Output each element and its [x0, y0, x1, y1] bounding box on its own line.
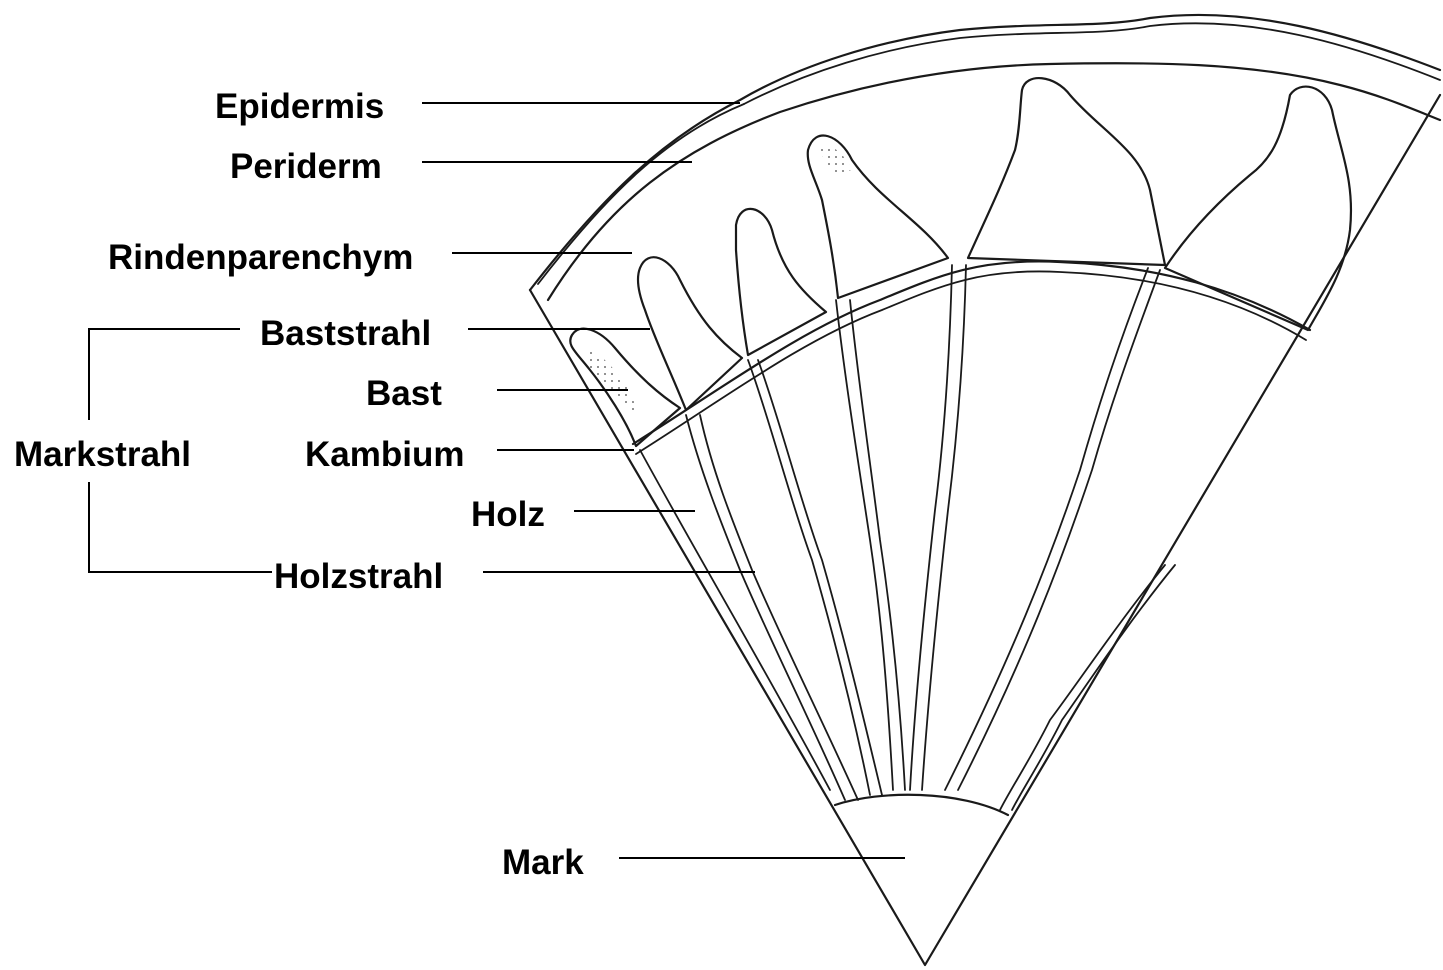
label-holz: Holz — [471, 495, 545, 534]
label-kambium: Kambium — [305, 435, 464, 474]
wood-rays — [640, 265, 1175, 810]
bracket-markstrahl-top — [89, 329, 240, 420]
label-rindenparenchym: Rindenparenchym — [108, 238, 413, 277]
label-epidermis: Epidermis — [215, 87, 384, 126]
labels: Epidermis Periderm Rindenparenchym Basts… — [14, 87, 584, 882]
bracket-markstrahl-bottom — [89, 482, 272, 572]
label-mark: Mark — [502, 843, 584, 882]
pith-region — [835, 795, 1008, 815]
leader-lines — [89, 103, 905, 858]
cambium-ring — [633, 261, 1310, 454]
label-baststrahl: Baststrahl — [260, 314, 431, 353]
label-holzstrahl: Holzstrahl — [274, 557, 443, 596]
wedge-outline — [530, 15, 1440, 965]
label-periderm: Periderm — [230, 147, 382, 186]
label-bast: Bast — [366, 374, 442, 413]
label-markstrahl: Markstrahl — [14, 435, 191, 474]
